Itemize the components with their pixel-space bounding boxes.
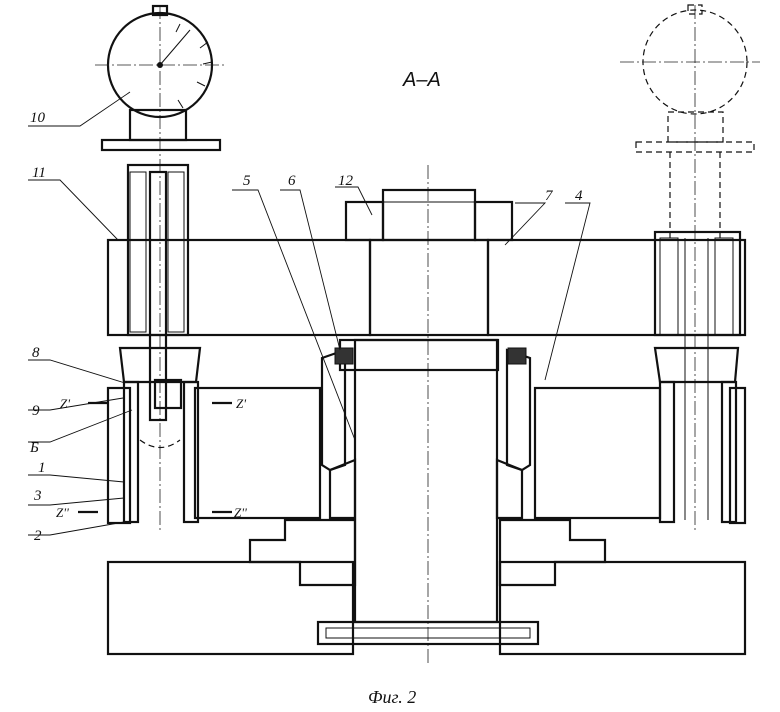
base-collar [248, 518, 607, 587]
right-indicator-phantom [620, 4, 760, 524]
upper-plate [106, 238, 747, 337]
callout-10: 10 [30, 110, 46, 126]
section-label: А–А [402, 69, 441, 91]
plane-z2-left: Z'' [56, 505, 69, 520]
callout-3: 3 [33, 488, 42, 504]
callout-6: 6 [288, 173, 296, 189]
callout-2: 2 [34, 528, 42, 544]
callout-4: 4 [575, 188, 583, 204]
callout-5: 5 [243, 173, 251, 189]
callout-8: 8 [32, 345, 40, 361]
plane-z2-right: Z'' [234, 505, 247, 520]
dial-gauge [95, 4, 225, 119]
callout-12: 12 [338, 173, 354, 189]
central-collet [320, 347, 532, 520]
callout-11: 11 [32, 165, 46, 181]
callout-7: 7 [545, 188, 554, 204]
leader-lines [28, 91, 591, 536]
callout-b: Б [29, 440, 39, 456]
callout-1: 1 [38, 460, 46, 476]
top-nut [344, 188, 514, 242]
plane-z1-left: Z' [60, 396, 70, 411]
callout-9: 9 [32, 403, 40, 419]
figure-caption: Фиг. 2 [368, 687, 416, 707]
left-indicator-assembly [100, 108, 222, 524]
base-plate [106, 560, 747, 656]
lower-block [106, 386, 747, 525]
plane-z1-right: Z' [236, 396, 246, 411]
central-mandrel [338, 338, 500, 624]
